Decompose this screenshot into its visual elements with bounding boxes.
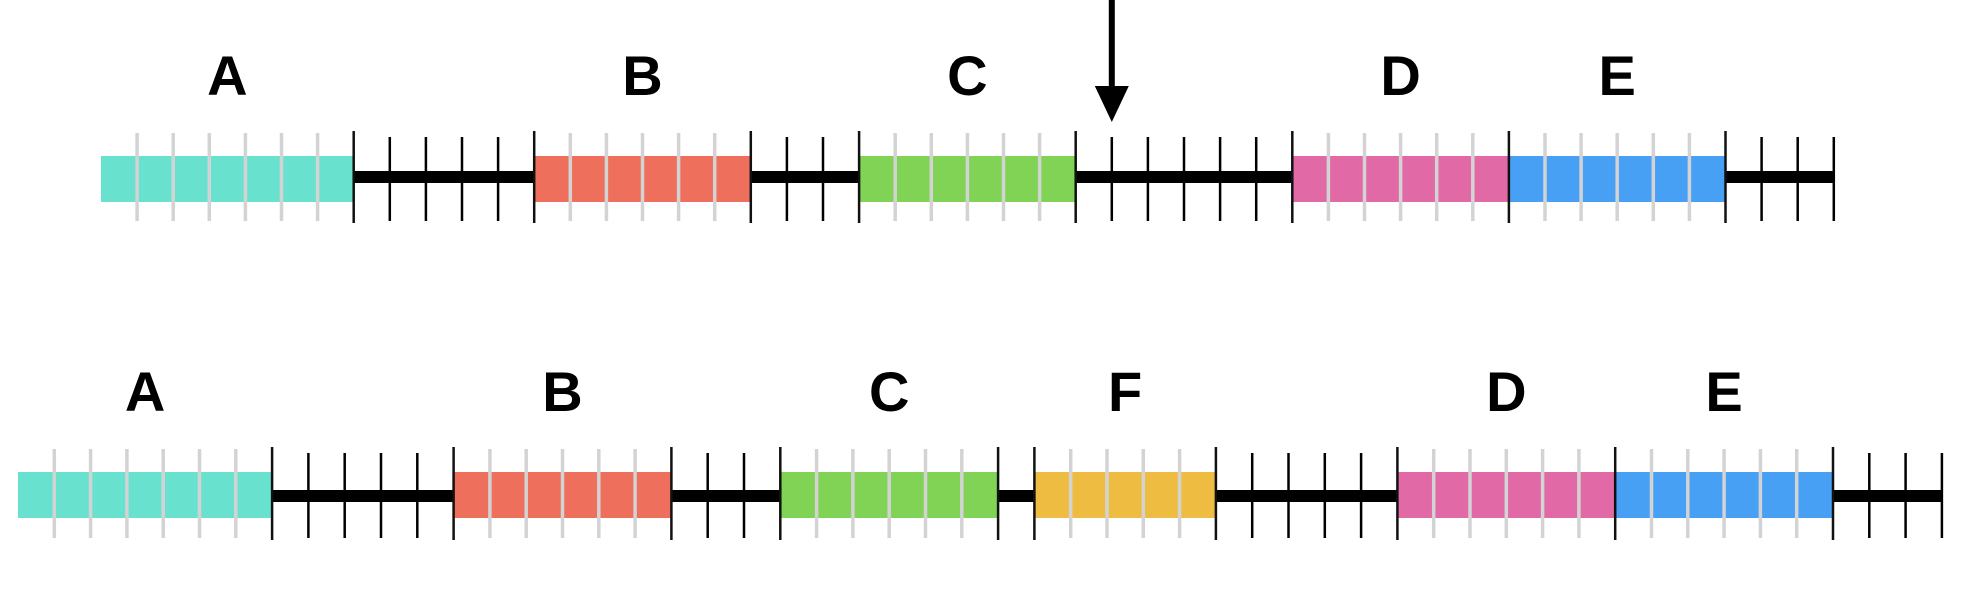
gene-label-e: E <box>1599 44 1636 107</box>
gene-label-f: F <box>1108 360 1142 423</box>
gene-e-block: E <box>1508 44 1726 221</box>
gene-label-e: E <box>1705 360 1742 423</box>
gene-b-block: B <box>534 44 751 221</box>
spacer-segment <box>353 137 535 221</box>
spacer-segment <box>272 453 454 538</box>
gene-e-block: E <box>1615 360 1833 538</box>
spacer-segment <box>1075 137 1293 221</box>
gene-c-block: C <box>780 360 999 538</box>
spacer-segment <box>1725 137 1836 221</box>
gene-a-block: A <box>101 44 354 221</box>
spacer-segment <box>671 453 781 538</box>
gene-label-d: D <box>1380 44 1420 107</box>
gene-a-rect <box>18 472 273 518</box>
spacer-segment <box>1215 453 1398 538</box>
gene-a-block: A <box>18 360 273 538</box>
gene-f-rect <box>1034 472 1216 518</box>
gene-label-c: C <box>869 360 909 423</box>
gene-label-b: B <box>622 44 662 107</box>
gene-label-a: A <box>207 44 247 107</box>
gene-label-d: D <box>1486 360 1526 423</box>
genome-row-before: A B C D E <box>101 44 1836 223</box>
spacer-segment <box>1833 453 1944 538</box>
gene-b-block: B <box>453 360 672 538</box>
gene-label-a: A <box>125 360 165 423</box>
gene-a-rect <box>101 156 354 202</box>
spacer-segment <box>750 137 860 221</box>
gene-d-block: D <box>1292 44 1509 221</box>
arrow-head <box>1094 86 1129 122</box>
down-arrow-icon <box>1094 0 1129 122</box>
gene-c-block: C <box>859 44 1076 221</box>
gene-label-c: C <box>947 44 987 107</box>
gene-d-block: D <box>1397 360 1616 538</box>
gene-label-b: B <box>542 360 582 423</box>
gene-f-block: F <box>1034 360 1216 538</box>
